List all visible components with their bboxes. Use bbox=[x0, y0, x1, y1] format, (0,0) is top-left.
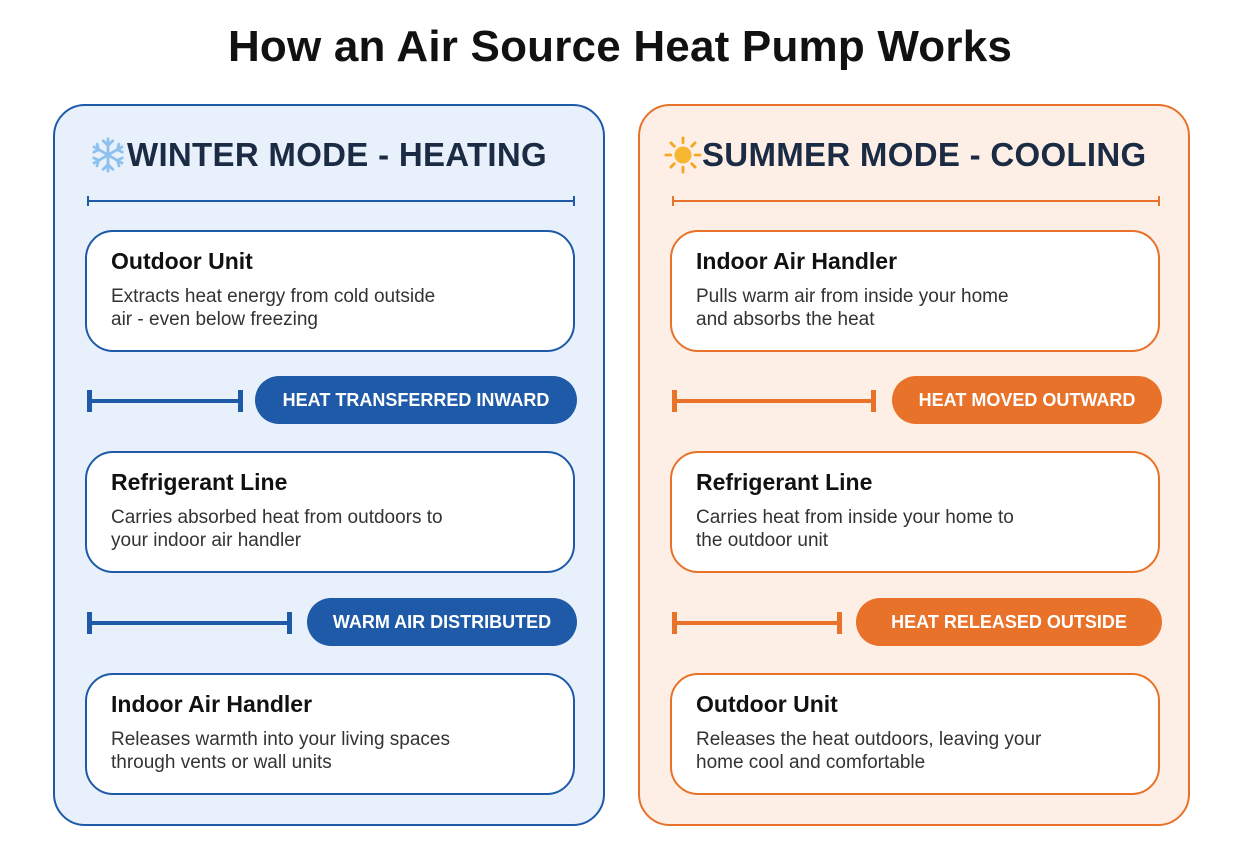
summer-step-indoor-air-handler: Indoor Air Handler Pulls warm air from i… bbox=[670, 230, 1160, 352]
step-description-line: Carries absorbed heat from outdoors to bbox=[111, 507, 443, 528]
step-description: Pulls warm air from inside your home and… bbox=[696, 285, 1134, 331]
summer-step-outdoor-unit: Outdoor Unit Releases the heat outdoors,… bbox=[670, 673, 1160, 795]
step-title: Refrigerant Line bbox=[696, 469, 873, 495]
step-description-line: air - even below freezing bbox=[111, 309, 318, 330]
step-description-line: your indoor air handler bbox=[111, 530, 302, 551]
step-description-line: Carries heat from inside your home to bbox=[696, 507, 1014, 528]
flow-arrow-line bbox=[87, 612, 292, 634]
step-description: Releases the heat outdoors, leaving your… bbox=[696, 728, 1134, 774]
flow-label-pill: HEAT MOVED OUTWARD bbox=[892, 376, 1162, 424]
step-title: Indoor Air Handler bbox=[696, 248, 898, 274]
winter-step-outdoor-unit: Outdoor Unit Extracts heat energy from c… bbox=[85, 230, 575, 352]
step-title: Refrigerant Line bbox=[111, 469, 288, 495]
step-description-line: Releases warmth into your living spaces bbox=[111, 729, 450, 750]
summer-divider bbox=[672, 196, 1160, 206]
sun-icon bbox=[664, 136, 702, 174]
summer-heading: SUMMER MODE - COOLING bbox=[702, 136, 1147, 173]
page-title: How an Air Source Heat Pump Works bbox=[227, 22, 1013, 71]
step-title: Outdoor Unit bbox=[696, 691, 838, 717]
step-title: Indoor Air Handler bbox=[111, 691, 313, 717]
step-description: Releases warmth into your living spaces … bbox=[111, 728, 549, 774]
summer-panel: SUMMER MODE - COOLING Indoor Air Handler… bbox=[638, 104, 1190, 826]
flow-label-pill: WARM AIR DISTRIBUTED bbox=[307, 598, 577, 646]
winter-connector-2: WARM AIR DISTRIBUTED bbox=[87, 598, 577, 648]
snowflake-icon bbox=[89, 136, 127, 174]
winter-heading: WINTER MODE - HEATING bbox=[127, 136, 547, 173]
step-description-line: the outdoor unit bbox=[696, 530, 829, 551]
summer-step-refrigerant-line: Refrigerant Line Carries heat from insid… bbox=[670, 451, 1160, 573]
summer-connector-2: HEAT RELEASED OUTSIDE bbox=[672, 598, 1162, 648]
step-description: Extracts heat energy from cold outside a… bbox=[111, 285, 549, 331]
step-description-line: Pulls warm air from inside your home bbox=[696, 286, 1009, 307]
winter-panel: WINTER MODE - HEATING Outdoor Unit Extra… bbox=[53, 104, 605, 826]
flow-arrow-line bbox=[672, 612, 842, 634]
winter-step-indoor-air-handler: Indoor Air Handler Releases warmth into … bbox=[85, 673, 575, 795]
flow-label-pill: HEAT TRANSFERRED INWARD bbox=[255, 376, 577, 424]
step-description-line: through vents or wall units bbox=[111, 752, 332, 773]
winter-panel-header: WINTER MODE - HEATING bbox=[89, 134, 547, 176]
winter-divider bbox=[87, 196, 575, 206]
flow-arrow-line bbox=[87, 390, 243, 412]
step-description-line: home cool and comfortable bbox=[696, 752, 926, 773]
step-description: Carries absorbed heat from outdoors to y… bbox=[111, 506, 549, 552]
step-description-line: Extracts heat energy from cold outside bbox=[111, 286, 436, 307]
step-description-line: and absorbs the heat bbox=[696, 309, 875, 330]
flow-label-pill: HEAT RELEASED OUTSIDE bbox=[856, 598, 1162, 646]
step-title: Outdoor Unit bbox=[111, 248, 253, 274]
step-description: Carries heat from inside your home to th… bbox=[696, 506, 1134, 552]
summer-connector-1: HEAT MOVED OUTWARD bbox=[672, 376, 1162, 426]
flow-arrow-line bbox=[672, 390, 876, 412]
winter-connector-1: HEAT TRANSFERRED INWARD bbox=[87, 376, 577, 426]
summer-panel-header: SUMMER MODE - COOLING bbox=[664, 134, 1146, 176]
step-description-line: Releases the heat outdoors, leaving your bbox=[696, 729, 1042, 750]
winter-step-refrigerant-line: Refrigerant Line Carries absorbed heat f… bbox=[85, 451, 575, 573]
